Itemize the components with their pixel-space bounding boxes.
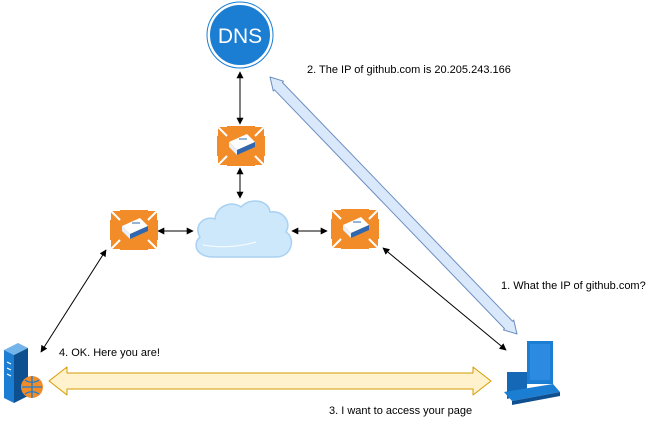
page-request-label: 3. I want to access your page xyxy=(329,405,473,417)
link-router-left-server xyxy=(40,249,107,353)
dns-server-icon[interactable] xyxy=(206,1,274,69)
cloud-icon[interactable] xyxy=(195,200,293,258)
page-response-label: 4. OK. Here you are! xyxy=(59,347,160,359)
router-right-icon[interactable] xyxy=(330,208,380,250)
router-left-icon[interactable] xyxy=(109,209,159,251)
laptop-icon[interactable] xyxy=(504,341,560,405)
dns-label: DNS xyxy=(218,25,262,48)
dns-response-label: 2. The IP of github.com is 20.205.243.16… xyxy=(307,64,511,76)
http-flow-arrow xyxy=(48,366,492,396)
link-router-right-laptop xyxy=(382,247,507,351)
router-top-icon[interactable] xyxy=(216,125,266,167)
web-server-icon[interactable] xyxy=(4,343,43,403)
dns-query-label: 1. What the IP of github.com? xyxy=(501,280,646,292)
dns-flow-arrow xyxy=(269,76,518,335)
